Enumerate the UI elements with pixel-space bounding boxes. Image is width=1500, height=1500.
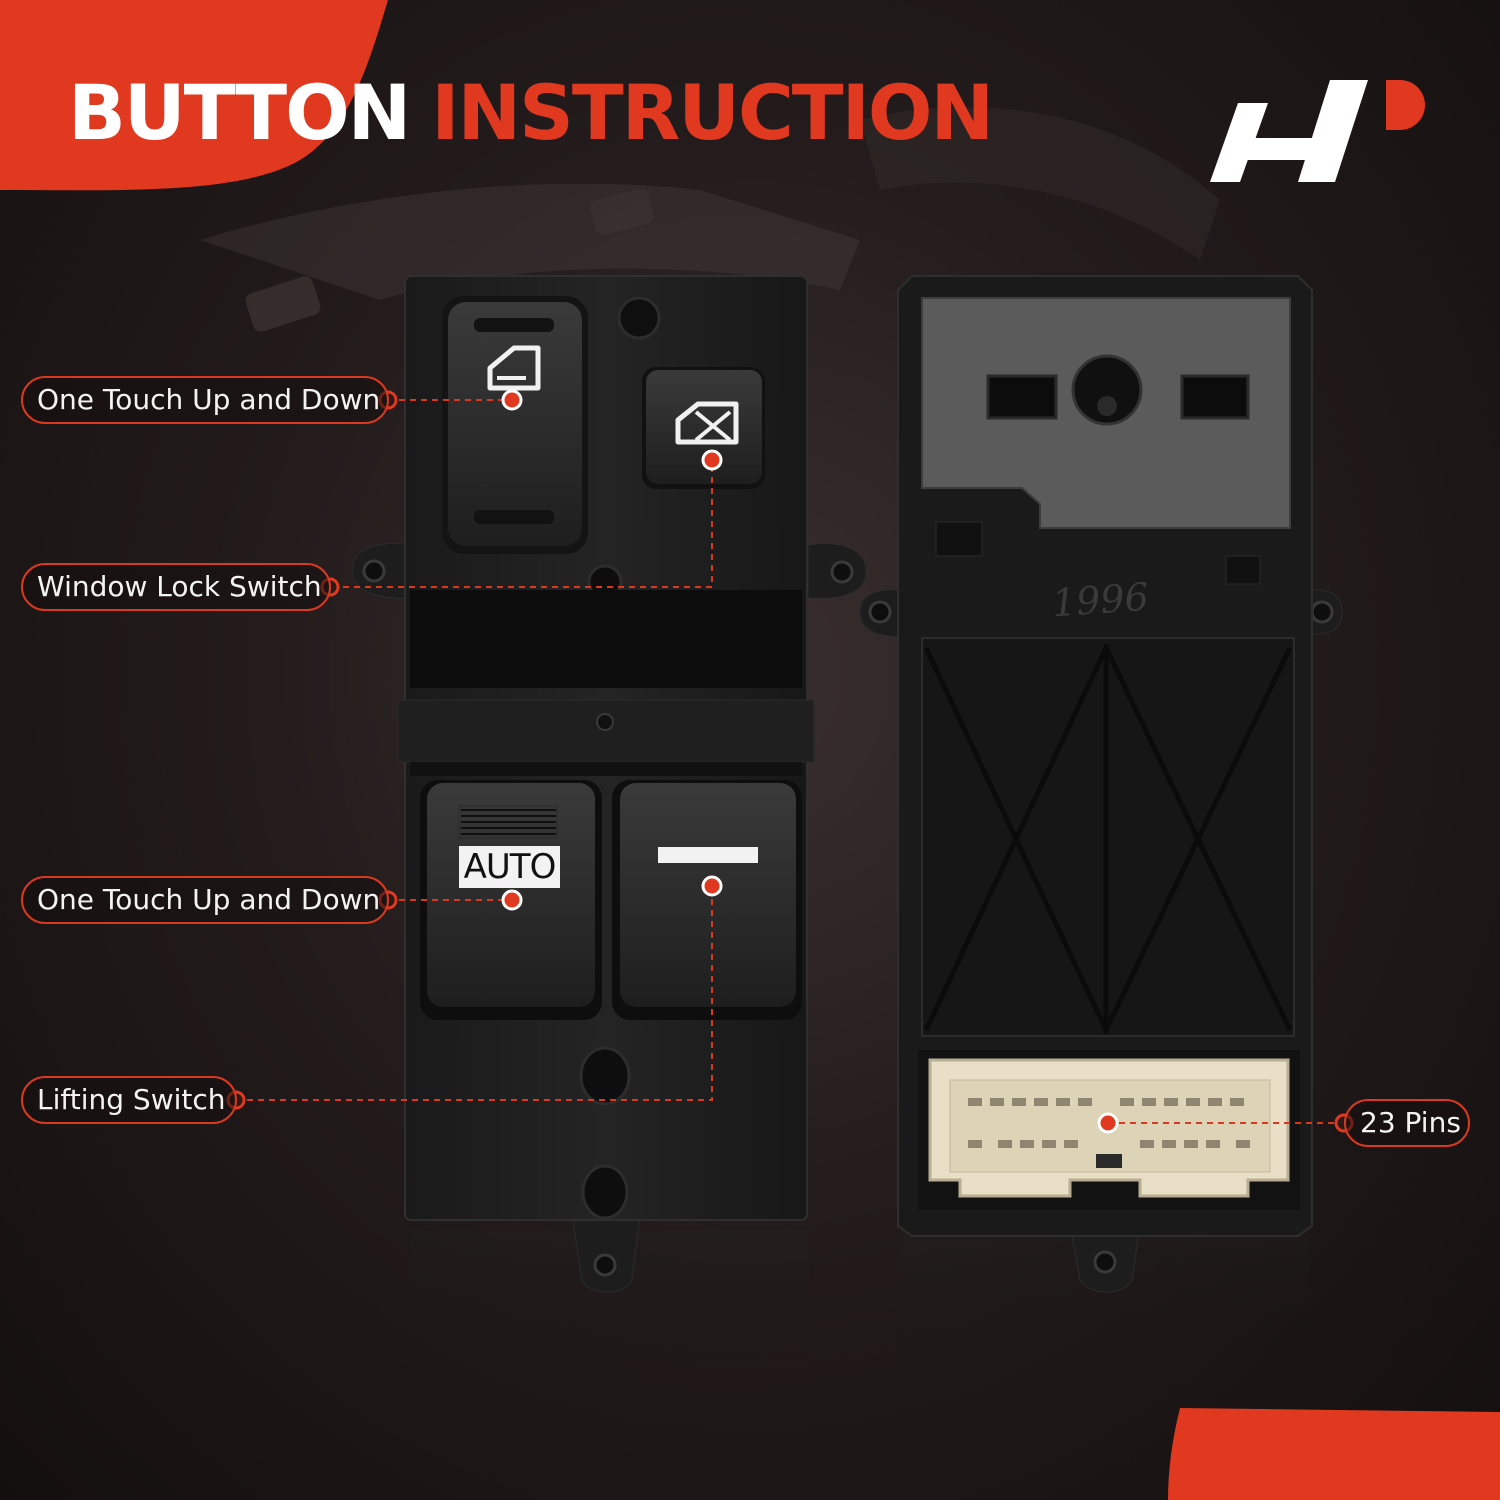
callout-one-touch-upper: One Touch Up and Down <box>21 376 389 424</box>
callout-window-lock-switch: Window Lock Switch <box>21 563 331 611</box>
button-grip-lines <box>461 809 556 835</box>
title-main: BUTTON <box>68 67 411 157</box>
callout-23-pins: 23 Pins <box>1344 1099 1470 1147</box>
callout-label: Lifting Switch <box>37 1083 226 1116</box>
accent-shape-top-left <box>0 0 388 191</box>
callout-label: Window Lock Switch <box>37 570 322 603</box>
title-accent: INSTRUCTION <box>431 67 994 157</box>
page-title: BUTTON INSTRUCTION <box>68 62 994 162</box>
connector-pins <box>968 1098 1250 1148</box>
callout-label: One Touch Up and Down <box>37 883 381 916</box>
mold-year-text: 1996 <box>1050 574 1151 626</box>
brand-logo-mark <box>1210 80 1425 182</box>
housing-ribs <box>923 644 1293 1034</box>
accent-shape-bottom-right <box>1168 1408 1500 1500</box>
callout-one-touch-lower: One Touch Up and Down <box>21 876 389 924</box>
callout-label: 23 Pins <box>1360 1106 1461 1139</box>
callout-markers <box>501 389 1119 1134</box>
callout-label: One Touch Up and Down <box>37 383 381 416</box>
background-door-panel <box>200 106 1220 332</box>
auto-label: AUTO <box>459 846 560 888</box>
rear-switch-body <box>859 275 1343 1375</box>
front-switch-body <box>351 275 867 1370</box>
leader-lines <box>236 399 1344 1124</box>
callout-lifting-switch: Lifting Switch <box>21 1076 237 1124</box>
